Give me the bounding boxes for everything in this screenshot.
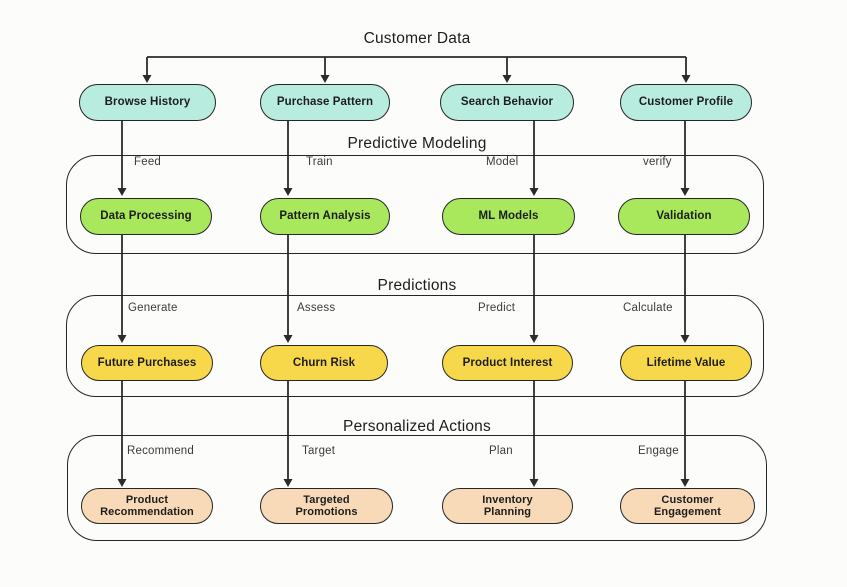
node-lifetime-value: Lifetime Value [620, 345, 752, 381]
edge-label-assess: Assess [297, 302, 336, 314]
node-future-purchases: Future Purchases [81, 345, 213, 381]
node-validation: Validation [618, 198, 750, 235]
node-purchase-pattern: Purchase Pattern [260, 84, 390, 121]
section-title-personalized-actions: Personalized Actions [343, 418, 491, 435]
node-churn-risk: Churn Risk [260, 345, 388, 381]
section-box-predictive-modeling [66, 155, 764, 254]
edge-label-train: Train [306, 156, 333, 168]
section-box-personalized-actions [67, 435, 767, 541]
connector-top-tree [146, 56, 687, 75]
node-product-interest: Product Interest [442, 345, 573, 381]
node-product-recommendation: Product Recommendation [81, 488, 213, 524]
edge-label-predict: Predict [478, 302, 516, 314]
edge-label-plan: Plan [489, 445, 513, 457]
edge-label-generate: Generate [128, 302, 178, 314]
edge-label-recommend: Recommend [127, 445, 194, 457]
section-title-predictions: Predictions [377, 277, 457, 294]
node-ml-models: ML Models [442, 198, 575, 235]
section-title-predictive-modeling: Predictive Modeling [347, 135, 487, 152]
node-pattern-analysis: Pattern Analysis [260, 198, 390, 235]
top-tree-arrowheads [142, 75, 691, 83]
node-search-behavior: Search Behavior [440, 84, 574, 121]
edge-label-calculate: Calculate [623, 302, 673, 314]
section-box-predictions [66, 295, 764, 397]
node-customer-engagement: Customer Engagement [620, 488, 755, 524]
edge-label-engage: Engage [638, 445, 679, 457]
node-targeted-promotions: Targeted Promotions [260, 488, 393, 524]
edge-label-target: Target [302, 445, 336, 457]
edge-label-verify: verify [643, 156, 672, 168]
node-data-processing: Data Processing [80, 198, 212, 235]
node-inventory-planning: Inventory Planning [442, 488, 573, 524]
edge-label-model: Model [486, 156, 519, 168]
node-browse-history: Browse History [79, 84, 216, 121]
diagram-root-title: Customer Data [363, 30, 471, 47]
node-customer-profile: Customer Profile [620, 84, 752, 121]
edge-label-feed: Feed [134, 156, 162, 168]
